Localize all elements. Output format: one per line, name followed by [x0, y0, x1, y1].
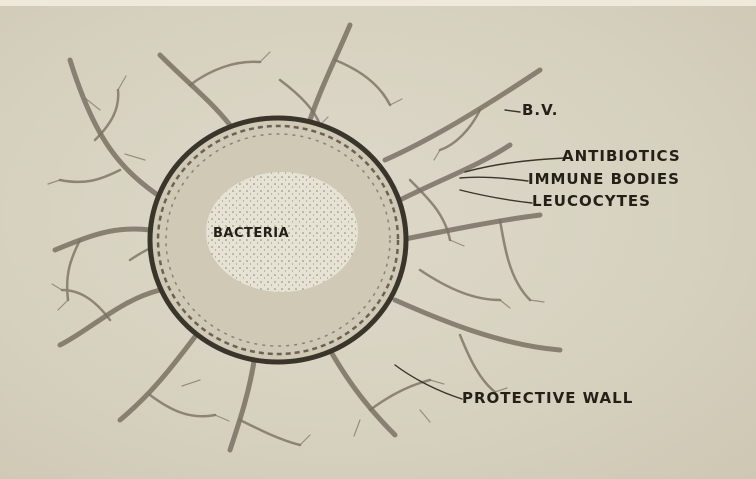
- antibiotics-label: ANTIBIOTICS: [562, 147, 681, 165]
- bacteria-label: BACTERIA: [213, 226, 289, 241]
- protective-wall-label: PROTECTIVE WALL: [462, 389, 633, 407]
- label-pointers: [395, 110, 565, 399]
- immune-bodies-label: IMMUNE BODIES: [528, 170, 680, 188]
- leucocytes-label: LEUCOCYTES: [532, 192, 651, 210]
- blood-vessel-label: B.V.: [522, 101, 559, 119]
